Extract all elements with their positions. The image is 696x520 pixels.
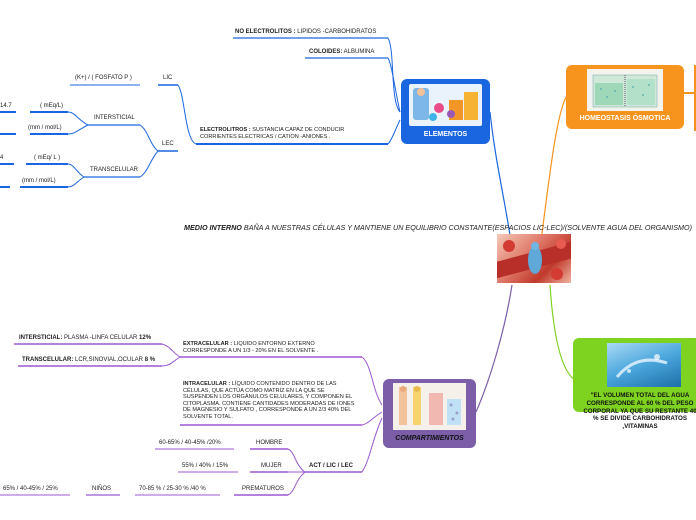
prematuros-label[interactable]: PREMATUROS — [242, 486, 284, 492]
compartimientos-label: COMPARTIMIENTOS — [395, 435, 464, 442]
ninos-value[interactable]: 65% / 40-45% / 25% — [3, 486, 58, 492]
transcelular-meq[interactable]: ( mEq/ L ) — [34, 155, 61, 161]
hombre-value[interactable]: 60-65% / 40-45% /20% — [159, 440, 221, 446]
elementos-label: ELEMENTOS — [423, 131, 468, 138]
lic-label[interactable]: LIC — [163, 75, 173, 81]
lic-value[interactable]: (K+) / ( FOSFATO P ) — [75, 75, 132, 81]
hombre-label[interactable]: HOMBRE — [256, 440, 283, 446]
transcelular-mmol[interactable]: (mm / mol/L) — [22, 178, 56, 184]
electrolitos-text[interactable]: ELECTROLITROS : SUSTANCIA CAPAZ DE CONDU… — [200, 127, 345, 140]
intersticial-cut-value[interactable]: 14.7 — [0, 103, 12, 109]
mujer-value[interactable]: 55% / 40% / 15% — [182, 463, 229, 469]
elementos-image — [409, 84, 482, 126]
intersticial-label[interactable]: INTERSTICIAL — [94, 115, 135, 121]
agua-text: "EL VOLUMEN TOTAL DEL AGUA CORRESPONDE A… — [583, 392, 696, 431]
node-elementos[interactable]: ELEMENTOS — [401, 79, 490, 144]
node-compartimientos[interactable]: COMPARTIMIENTOS — [383, 379, 476, 448]
mujer-label[interactable]: MUJER — [261, 463, 282, 469]
agua-image — [607, 343, 681, 387]
no-electrolitos-text[interactable]: NO ELECTROLITOS : LIPIDOS -CARBOHIDRATOS — [235, 29, 377, 35]
intersticial-meq[interactable]: ( mEq/L) — [40, 103, 64, 109]
intersticial-mmol[interactable]: (mm / mol/L) — [28, 125, 62, 131]
node-homeostasis[interactable]: HOMEOSTASIS ÓSMOTICA — [566, 65, 684, 129]
homeostasis-next-node-edge — [694, 65, 696, 131]
lec-label[interactable]: LEC — [162, 141, 174, 147]
transcelular-cut-value[interactable]: 4 — [0, 155, 4, 161]
transcelular-compartimiento-text[interactable]: TRANSCELULAR: LCR,SINOVIAL,OCULAR 8 % — [22, 357, 156, 363]
central-topic-title[interactable]: MEDIO INTERNO BAÑA A NUESTRAS CÉLULAS Y … — [184, 223, 693, 232]
compartimientos-image — [393, 383, 466, 430]
prematuros-value[interactable]: 70-85 % / 25-30 % /40 % — [139, 486, 206, 492]
act-lic-lec-label[interactable]: ACT / LIC / LEC — [309, 463, 353, 469]
intracelular-text[interactable]: INTRACELULAR : LÍQUIDO CONTENIDO DENTRO … — [183, 381, 355, 420]
transcelular-label[interactable]: TRANSCELULAR — [90, 167, 139, 173]
coloides-text[interactable]: COLOIDES: ALBUMINA — [309, 49, 375, 55]
central-image-blood-vessel — [497, 234, 571, 283]
homeostasis-connector-stub — [684, 92, 696, 94]
intersticial-compartimiento-text[interactable]: INTERSTICIAL: PLASMA -LINFA CELULAR 12% — [19, 335, 152, 341]
ninos-label[interactable]: NIÑOS — [92, 486, 112, 492]
homeostasis-image — [587, 69, 663, 111]
node-agua[interactable]: "EL VOLUMEN TOTAL DEL AGUA CORRESPONDE A… — [573, 338, 696, 430]
extracelular-text[interactable]: EXTRACELULAR : LIQUIDO ENTORNO EXTERNO C… — [183, 341, 319, 354]
homeostasis-label: HOMEOSTASIS ÓSMOTICA — [579, 115, 671, 122]
